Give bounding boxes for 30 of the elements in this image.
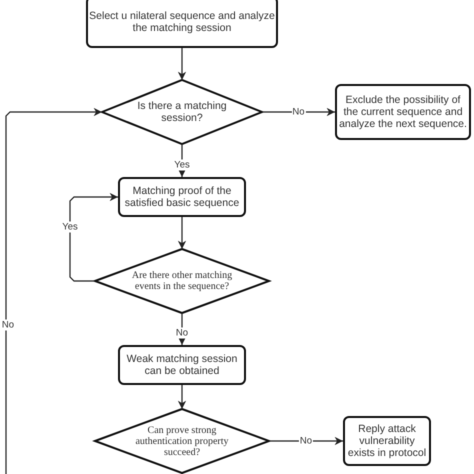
edge-label: Yes [61,222,79,232]
process-text: Reply attack vulnerability exists in protocol [346,423,428,459]
process-box [118,177,246,217]
arrow [262,108,335,116]
arrow [5,108,102,474]
process-text: Exclude the possibility of the current sequence and analyze the next sequence. [338,94,468,130]
edge-label: No [291,106,306,118]
arrow [269,436,343,446]
process-box [343,416,431,466]
process-text: Weak matching session can be obtained [126,353,238,377]
process-text: Select u nilateral sequence and analyze the matching session [88,10,276,34]
process-box [86,0,278,48]
decision-diamond [92,408,272,474]
arrow [178,313,186,345]
decision-text: Are there other matching events in the sequence? [130,270,234,292]
arrow [178,48,186,80]
arrow [69,192,118,282]
decision-text: Is there a matching session? [136,100,228,124]
decision-text: Can prove strong authentication property succeed? [134,424,230,458]
edge-label: No [298,436,314,446]
process-box [335,84,471,140]
edge-label: No [0,320,16,330]
arrow [178,385,186,409]
edge-label: Yes [173,159,191,170]
decision-diamond [92,248,272,314]
process-text: Matching proof of the satisfied basic sequence [124,185,240,209]
decision-diamond [99,78,265,146]
edge-label: No [174,328,190,338]
arrow [178,217,186,249]
process-box [118,345,246,385]
